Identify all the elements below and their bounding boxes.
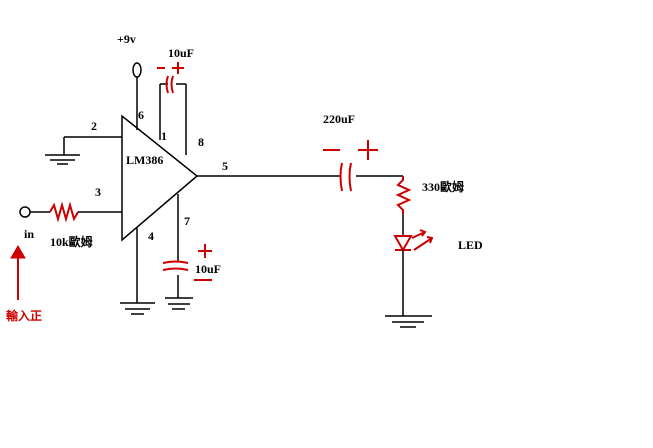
output-resistor-label: 330歐姆 — [422, 179, 464, 194]
pin7-wire — [165, 194, 193, 310]
supply-label: +9v — [117, 32, 136, 46]
input-label: in — [24, 227, 34, 241]
pin2-ground — [45, 136, 122, 165]
input-note-label: 輸入正 — [6, 308, 42, 323]
output-resistor — [395, 176, 412, 214]
pin3-label: 3 — [95, 185, 101, 199]
gain-capacitor — [157, 62, 184, 94]
output-ground — [385, 250, 432, 328]
bypass-capacitor — [162, 244, 212, 281]
output-capacitor — [323, 140, 378, 192]
input-resistor — [49, 201, 79, 223]
ic-label: LM386 — [126, 153, 163, 167]
pin7-label: 7 — [184, 214, 190, 228]
pin8-label: 8 — [198, 135, 204, 149]
pin5-label: 5 — [222, 159, 228, 173]
gain-capacitor-network — [159, 83, 187, 155]
input-arrow — [10, 245, 26, 300]
pin4-label: 4 — [148, 229, 154, 243]
pin2-label: 2 — [91, 119, 97, 133]
lm386-amplifier — [121, 114, 199, 242]
pin6-label: 6 — [138, 108, 144, 122]
supply-terminal — [132, 62, 142, 130]
input-terminal — [19, 206, 50, 218]
pin4-ground — [120, 228, 155, 315]
gain-cap-label: 10uF — [168, 46, 194, 60]
bypass-cap-label: 10uF — [195, 262, 221, 276]
input-resistor-label: 10k歐姆 — [50, 234, 93, 249]
pin1-label: 1 — [161, 129, 167, 143]
led — [393, 229, 434, 253]
led-label: LED — [458, 238, 483, 252]
output-cap-label: 220uF — [323, 112, 355, 126]
